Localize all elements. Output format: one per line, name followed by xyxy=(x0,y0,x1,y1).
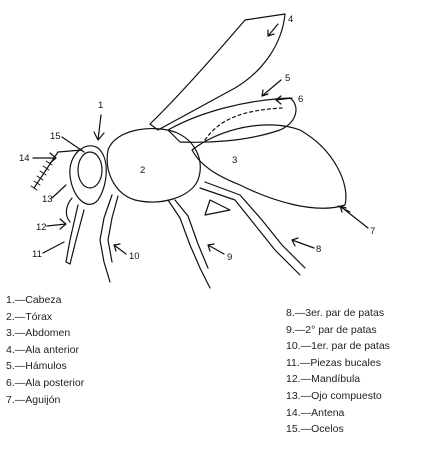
legend-item-5: 5.—Hámulos xyxy=(6,358,84,375)
legend-item-15: 15.—Ocelos xyxy=(286,421,390,438)
head-shape xyxy=(70,146,106,205)
second-leg xyxy=(168,200,210,288)
legend-item-11: 11.—Piezas bucales xyxy=(286,355,390,372)
label-10: 10 xyxy=(129,251,140,262)
bee-illustration: 1 2 3 4 5 6 7 8 9 10 11 12 13 14 15 xyxy=(0,0,436,290)
label-9: 9 xyxy=(227,252,232,263)
legend-item-7: 7.—Aguijón xyxy=(6,392,84,409)
first-leg xyxy=(100,195,118,282)
mandible-shape xyxy=(66,198,72,222)
fore-wing xyxy=(150,14,285,130)
label-7: 7 xyxy=(370,226,375,237)
legend-item-2: 2.—Tórax xyxy=(6,309,84,326)
legend-item-8: 8.—3er. par de patas xyxy=(286,305,390,322)
label-11: 11 xyxy=(32,249,42,260)
label-12: 12 xyxy=(36,222,47,233)
legend-item-1: 1.—Cabeza xyxy=(6,292,84,309)
label-13: 13 xyxy=(42,194,53,205)
hind-wing xyxy=(168,98,296,142)
legend-item-3: 3.—Abdomen xyxy=(6,325,84,342)
label-1: 1 xyxy=(98,100,103,111)
legend-item-6: 6.—Ala posterior xyxy=(6,375,84,392)
label-2: 2 xyxy=(140,165,145,176)
legend-item-4: 4.—Ala anterior xyxy=(6,342,84,359)
label-15: 15 xyxy=(50,131,61,142)
label-4: 4 xyxy=(288,14,293,25)
legend-item-12: 12.—Mandíbula xyxy=(286,371,390,388)
legend-right: 8.—3er. par de patas 9.—2° par de patas … xyxy=(286,305,390,438)
third-leg xyxy=(200,182,305,275)
pointer-lines xyxy=(33,24,368,254)
label-8: 8 xyxy=(316,244,321,255)
legend-left: 1.—Cabeza 2.—Tórax 3.—Abdomen 4.—Ala ant… xyxy=(6,292,84,408)
label-3: 3 xyxy=(232,155,237,166)
legend-item-10: 10.—1er. par de patas xyxy=(286,338,390,355)
label-6: 6 xyxy=(298,94,303,105)
abdomen-shape xyxy=(192,125,346,208)
label-5: 5 xyxy=(285,73,290,84)
thorax-shape xyxy=(107,129,200,202)
label-14: 14 xyxy=(19,153,30,164)
legend-item-14: 14.—Antena xyxy=(286,405,390,422)
compound-eye-shape xyxy=(78,152,102,188)
legend-item-13: 13.—Ojo compuesto xyxy=(286,388,390,405)
legend-item-9: 9.—2° par de patas xyxy=(286,322,390,339)
proboscis-shape xyxy=(66,205,84,264)
